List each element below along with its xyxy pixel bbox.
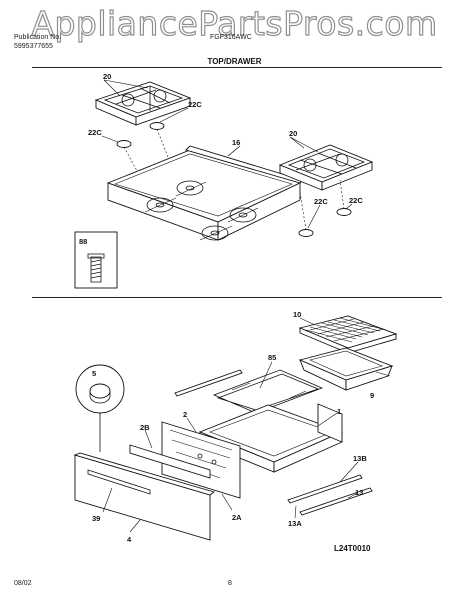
callout-22c-b: 22C xyxy=(88,128,102,137)
callout-16: 16 xyxy=(232,138,240,147)
callout-85: 85 xyxy=(268,353,276,362)
publication-number: 5995377655 xyxy=(14,43,53,50)
model-number: FGF316AWC xyxy=(210,34,252,41)
callout-22c-a: 22C xyxy=(188,100,202,109)
callout-13a: 13A xyxy=(288,519,302,528)
section-divider xyxy=(32,297,442,298)
callout-22c-c: 22C xyxy=(314,197,328,206)
broiler-pan-9 xyxy=(298,347,394,391)
publication-label: Publication No. xyxy=(14,34,62,41)
callout-2b: 2B xyxy=(140,423,150,432)
diagram-code: L24T0010 xyxy=(334,544,371,553)
cooktop-16 xyxy=(106,145,303,241)
callout-5: 5 xyxy=(92,369,96,378)
footer-date: 08/02 xyxy=(14,580,32,587)
callout-22c-d: 22C xyxy=(349,196,363,205)
drawer-frame-85 xyxy=(212,369,324,414)
burner-cap-22c-d xyxy=(336,208,352,216)
callout-2: 2 xyxy=(183,410,187,419)
callout-4: 4 xyxy=(127,535,132,544)
page-number: 8 xyxy=(228,580,232,587)
burner-cap-22c-a xyxy=(149,122,165,130)
callout-20-left: 20 xyxy=(103,72,111,81)
trim-2b xyxy=(129,444,211,479)
callout-39: 39 xyxy=(92,514,100,523)
callout-9: 9 xyxy=(370,391,374,400)
rail-13a xyxy=(287,474,363,504)
screw-inset-88 xyxy=(74,231,118,289)
watermark: AppliancePartsPros.com xyxy=(31,3,438,43)
burner-grate-left xyxy=(94,81,192,126)
callout-13b: 13B xyxy=(353,454,367,463)
page-title: TOP/DRAWER xyxy=(207,57,262,66)
burner-grate-right xyxy=(278,144,374,191)
burner-cap-22c-c xyxy=(298,229,314,237)
knob-inset-5 xyxy=(75,364,125,452)
burner-cap-22c-b xyxy=(116,140,132,148)
drawer-front-4 xyxy=(73,452,215,541)
callout-1: 1 xyxy=(337,407,341,416)
broiler-grid-10 xyxy=(298,315,398,354)
callout-2a: 2A xyxy=(232,513,242,522)
callout-10: 10 xyxy=(293,310,301,319)
rail-left xyxy=(174,369,243,397)
top-rule xyxy=(32,67,442,68)
callout-88: 88 xyxy=(79,237,87,246)
callout-20-right: 20 xyxy=(289,129,297,138)
callout-13: 13 xyxy=(355,488,363,497)
